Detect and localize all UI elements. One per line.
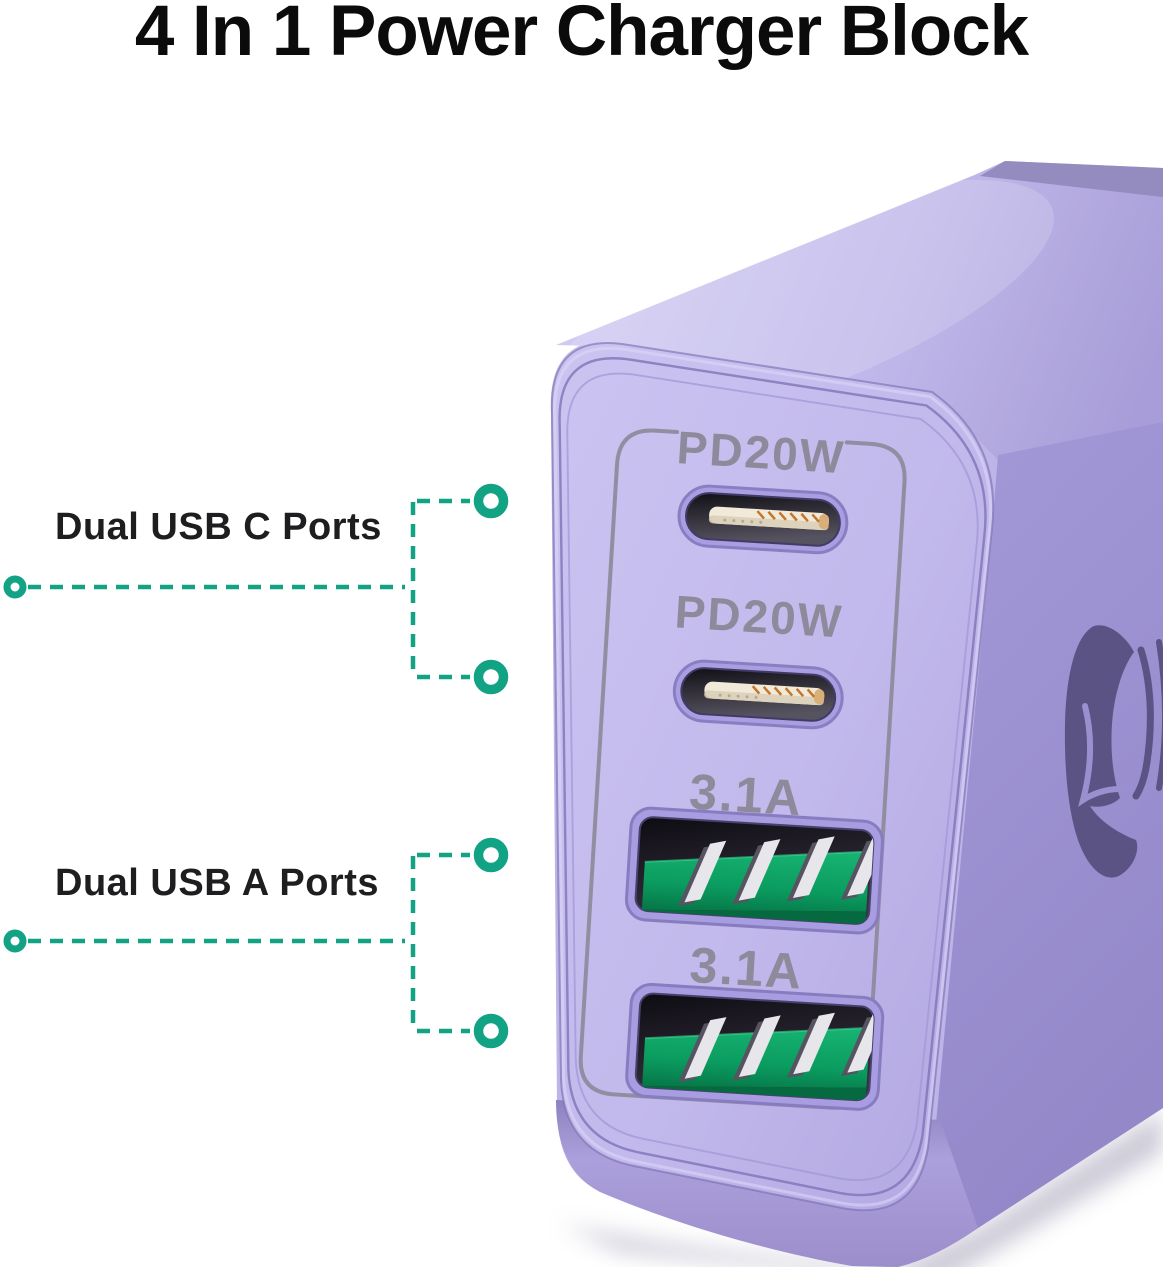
charger-top-back-edge [980,161,1163,197]
page-title: 4 In 1 Power Charger Block [134,0,1029,71]
callout-usb-a-label: Dual USB A Ports [55,862,380,904]
callout-usb-a-ring-bottom [473,1013,509,1049]
usb-a-port-2 [625,983,890,1117]
charger-side-face [933,422,1163,1230]
callout-usb-c-lines [3,483,509,695]
usb-c-port-1 [675,482,851,556]
callout-usb-c-origin-dot [3,575,27,599]
face-edge-highlight [553,346,993,1207]
usb-c-port-1-label: PD20W [675,421,846,483]
callout-usb-a-lines [3,837,509,1049]
face-bevel-line-2 [566,372,979,1181]
callout-usb-c-ring-bottom [473,659,509,695]
drop-shadow [560,1110,1163,1267]
usb-c-port-2 [671,657,846,732]
charger-top-face [556,163,1163,462]
usb-a-port-1 [625,807,890,941]
face-bevel-line-1 [558,357,987,1197]
usb-c-port-2-label: PD20W [673,585,844,647]
callout-usb-c-ring-top [473,483,509,519]
callout-usb-a-ring-top [473,837,509,873]
callout-usb-a-origin-dot [3,929,27,953]
port-panel: PD20W PD20W 3.1A 3.1A [578,421,907,1117]
callout-usb-c-label: Dual USB C Ports [55,506,382,548]
brand-logo-icon [1064,625,1163,878]
